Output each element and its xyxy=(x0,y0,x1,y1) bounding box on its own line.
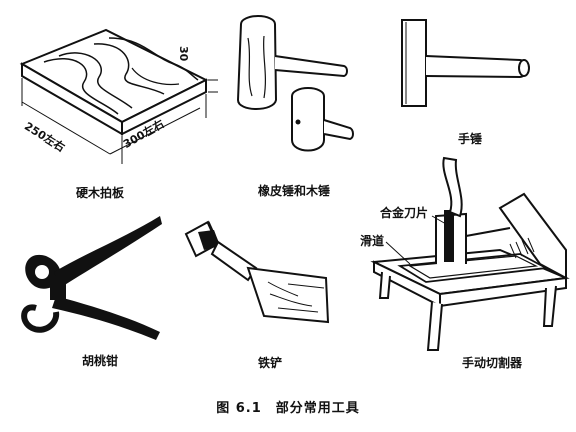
board-label: 硬木拍板 xyxy=(76,186,125,200)
cutter-blade-callout: 合金刀片 xyxy=(380,206,429,220)
figure-caption: 图 6.1 部分常用工具 xyxy=(0,397,576,416)
pliers-label: 胡桃钳 xyxy=(82,354,119,368)
shovel-label: 铁铲 xyxy=(258,356,283,370)
mallets xyxy=(226,8,356,158)
hand-hammer xyxy=(396,14,536,114)
cutter-rail-callout: 滑道 xyxy=(360,234,385,248)
manual-cutter-drawing xyxy=(370,156,570,351)
mallets-drawing xyxy=(236,15,354,152)
hand-hammer-label: 手锤 xyxy=(458,132,483,146)
walnut-pliers xyxy=(14,212,164,342)
cutter-label: 手动切割器 xyxy=(462,356,523,370)
board-thickness-label: 30 xyxy=(177,46,190,62)
figure-title: 部分常用工具 xyxy=(275,401,360,416)
iron-shovel-drawing xyxy=(184,220,330,324)
hardwood-board-drawing xyxy=(19,28,218,164)
walnut-pliers-drawing xyxy=(21,216,162,340)
mallets-label: 橡皮锤和木锤 xyxy=(258,184,331,198)
hardwood-board xyxy=(14,22,219,177)
iron-shovel xyxy=(178,218,338,333)
hand-hammer-drawing xyxy=(401,19,530,107)
manual-cutter xyxy=(370,154,570,354)
figure-number: 图 6.1 xyxy=(216,401,262,416)
